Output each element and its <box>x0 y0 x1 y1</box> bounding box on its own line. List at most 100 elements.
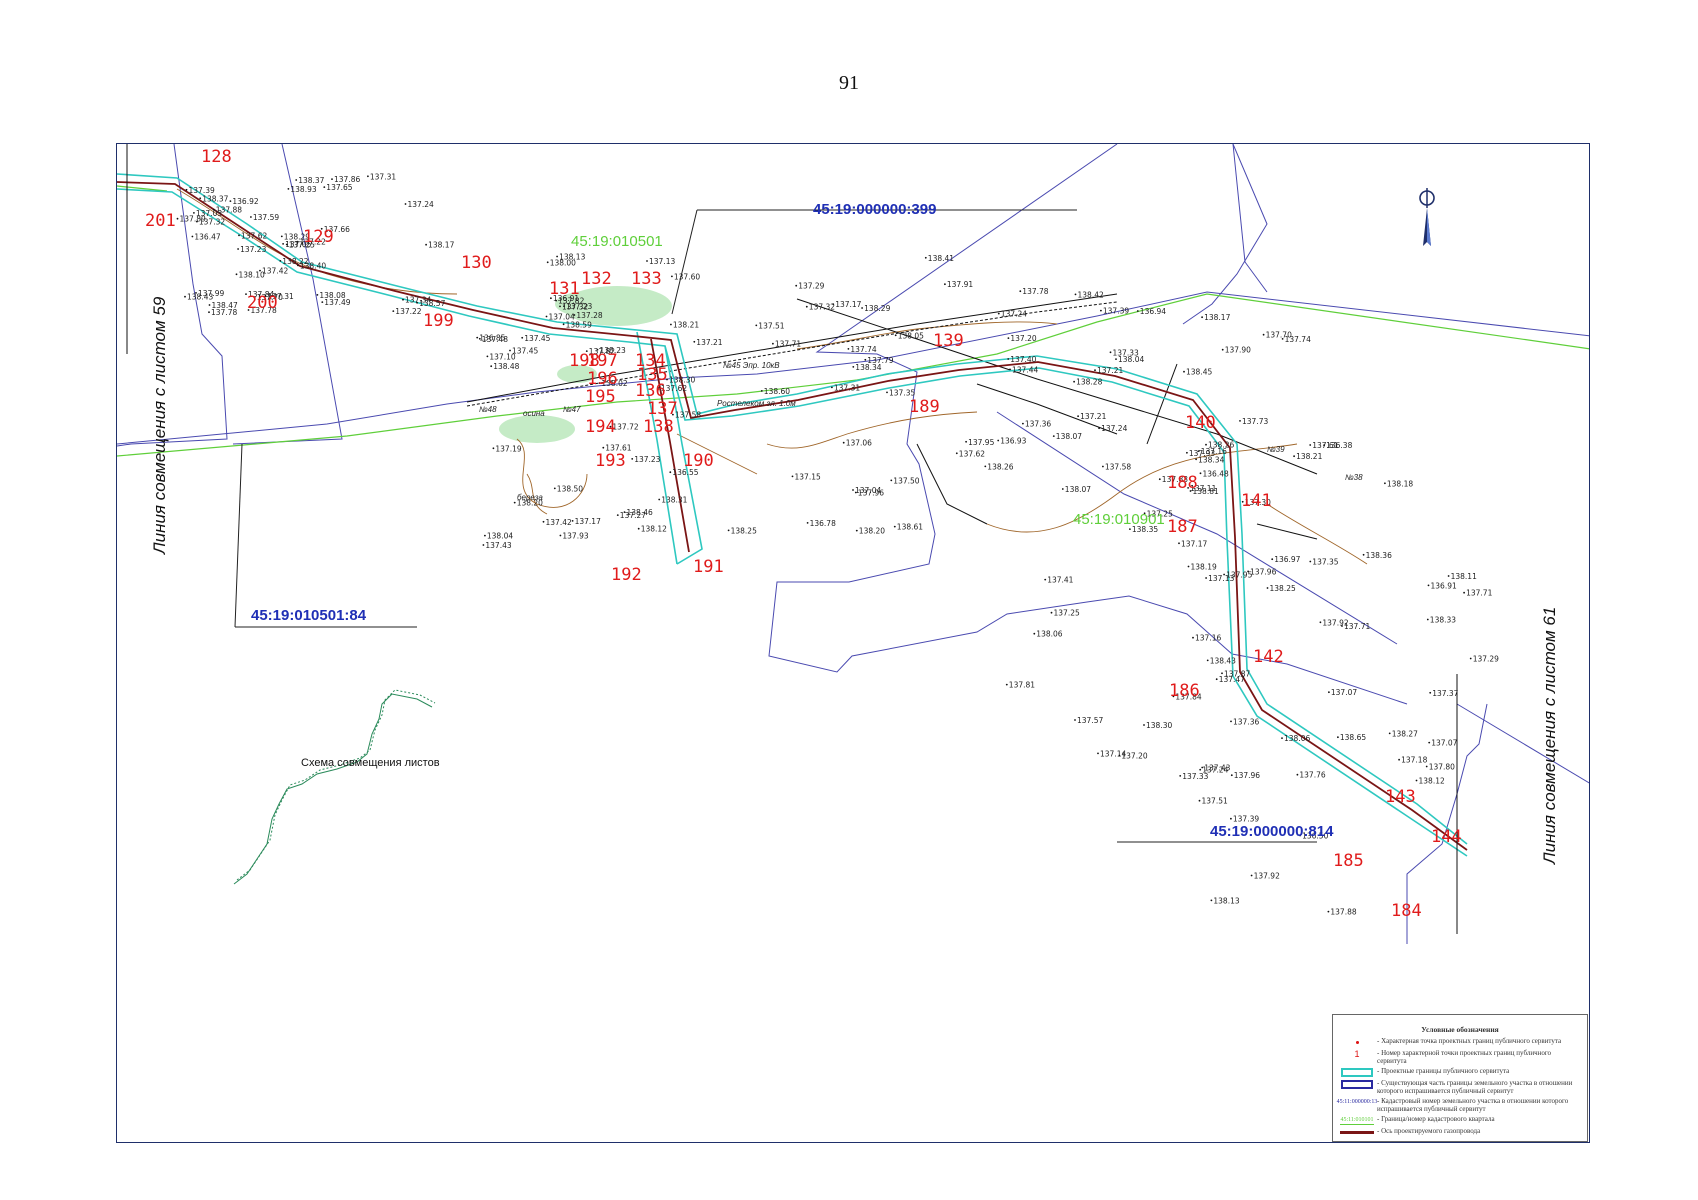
elevation-label: 137.33 <box>1113 348 1139 357</box>
elevation-dot <box>1187 487 1189 489</box>
legend-symbol-box-navy <box>1341 1079 1373 1089</box>
elevation-label: 137.39 <box>189 186 215 195</box>
elevation-label: 138.25 <box>1270 584 1296 593</box>
elevation-dot <box>235 273 238 276</box>
elevation-label: 137.61 <box>1312 441 1338 450</box>
elevation-dot <box>1463 591 1465 594</box>
right-alignment-label: Линия совмещения с листом 61 <box>1540 607 1559 865</box>
elevation-label: 137.31 <box>268 292 294 301</box>
sheet-scheme-line <box>233 693 433 885</box>
map-annotation: береза <box>517 493 543 502</box>
elevation-label: 138.02 <box>601 379 627 388</box>
elevation-label: 137.84 <box>248 290 274 299</box>
parcel-boundary <box>1182 144 1268 325</box>
elevation-dot <box>831 386 833 389</box>
elevation-label: 137.83 <box>1162 475 1188 484</box>
map-annotation: №48 <box>479 405 497 414</box>
elevation-dot <box>997 312 1000 315</box>
elevation-label: 138.42 <box>1078 290 1104 299</box>
elevation-dot <box>1198 799 1201 802</box>
map-annotation: №45 Эпр. 10кВ <box>723 361 780 370</box>
elevation-dot <box>285 243 288 246</box>
elevation-dot <box>542 520 545 523</box>
elevation-label: 137.60 <box>674 272 700 281</box>
elevation-dot <box>832 303 835 306</box>
elevation-label: 137.17 <box>575 517 601 526</box>
legend-symbol-axis <box>1340 1130 1374 1134</box>
elevation-label: 137.42 <box>546 518 572 527</box>
elevation-dot <box>247 309 250 311</box>
elevation-label: 138.07 <box>1056 432 1082 441</box>
point-number: 134 <box>635 351 666 371</box>
elevation-label: 137.18 <box>1401 756 1427 765</box>
elevation-label: 137.88 <box>216 206 242 215</box>
elevation-dot <box>1186 451 1188 454</box>
elevation-label: 137.66 <box>324 225 350 234</box>
elevation-dot <box>1009 368 1011 371</box>
elevation-dot <box>556 255 558 258</box>
cadastral-label: 45:19:000000:814 <box>1210 823 1334 840</box>
elevation-label: 138.12 <box>641 525 667 534</box>
elevation-dot <box>1415 779 1418 782</box>
elevation-dot <box>1427 584 1430 587</box>
elevation-label: 137.82 <box>558 297 584 306</box>
elevation-label: 137.13 <box>1208 574 1234 583</box>
elevation-label: 136.47 <box>194 233 220 242</box>
elevation-dot <box>1247 570 1249 573</box>
elevation-label: 137.90 <box>1225 346 1251 355</box>
legend-symbol <box>1337 1067 1377 1077</box>
cadastral-leader-line <box>234 443 243 628</box>
elevation-dot <box>1005 683 1008 686</box>
elevation-dot <box>425 243 427 246</box>
point-number: 193 <box>595 451 626 471</box>
elevation-dot <box>805 305 808 308</box>
elevation-dot <box>1425 765 1428 768</box>
elevation-label: 137.96 <box>858 489 884 498</box>
legend-rows: - Характерная точка проектных границ пуб… <box>1333 1036 1587 1138</box>
elevation-label: 138.37 <box>202 194 228 203</box>
elevation-label: 137.62 <box>661 384 687 393</box>
elevation-label: 137.15 <box>795 472 821 481</box>
elevation-dot <box>185 188 188 191</box>
elevation-dot <box>1309 560 1312 563</box>
north-arrow <box>1419 188 1435 246</box>
elevation-dot <box>1362 553 1365 556</box>
elevation-dot <box>616 514 619 516</box>
elevation-dot <box>1033 632 1036 635</box>
elevation-dot <box>1050 611 1053 614</box>
elevation-dot <box>1197 450 1200 452</box>
point-number: 129 <box>303 227 334 247</box>
elevation-label: 138.17 <box>1204 313 1230 322</box>
elevation-label: 137.39 <box>1233 815 1259 824</box>
elevation-dot <box>1019 290 1022 293</box>
elevation-dot <box>296 240 299 243</box>
elevation-dot <box>259 269 261 272</box>
elevation-dot <box>1022 422 1024 425</box>
elevation-dot <box>1388 732 1391 735</box>
elevation-label: 137.21 <box>696 338 722 347</box>
elevation-label: 137.20 <box>1010 334 1036 343</box>
point-number: 141 <box>1241 491 1272 511</box>
power-line <box>976 383 1118 435</box>
elevation-dot <box>1398 758 1400 761</box>
elevation-label: 137.06 <box>846 439 872 448</box>
elevation-label: 137.24 <box>1202 766 1228 775</box>
elevation-dot <box>854 491 857 494</box>
elevation-dot <box>1328 691 1330 694</box>
legend-text: - Характерная точка проектных границ пуб… <box>1377 1037 1562 1045</box>
elevation-dot <box>1102 465 1104 468</box>
elevation-label: 138.59 <box>566 320 592 329</box>
elevation-label: 138.00 <box>550 258 576 267</box>
elevation-label: 137.62 <box>959 449 985 458</box>
elevation-label: 137.32 <box>199 218 225 227</box>
elevation-label: 137.82 <box>589 347 615 356</box>
elevation-dot <box>208 311 210 314</box>
elevation-dot <box>598 382 601 384</box>
elevation-dot <box>573 314 576 316</box>
point-number: 137 <box>647 399 678 419</box>
elevation-label: 138.13 <box>559 253 585 262</box>
elevation-dot <box>245 293 247 295</box>
elevation-label: 137.28 <box>576 311 602 320</box>
map-canvas[interactable]: 138.57138.48138.42138.35138.36138.47137.… <box>117 144 1590 1143</box>
elevation-dot <box>666 378 668 381</box>
